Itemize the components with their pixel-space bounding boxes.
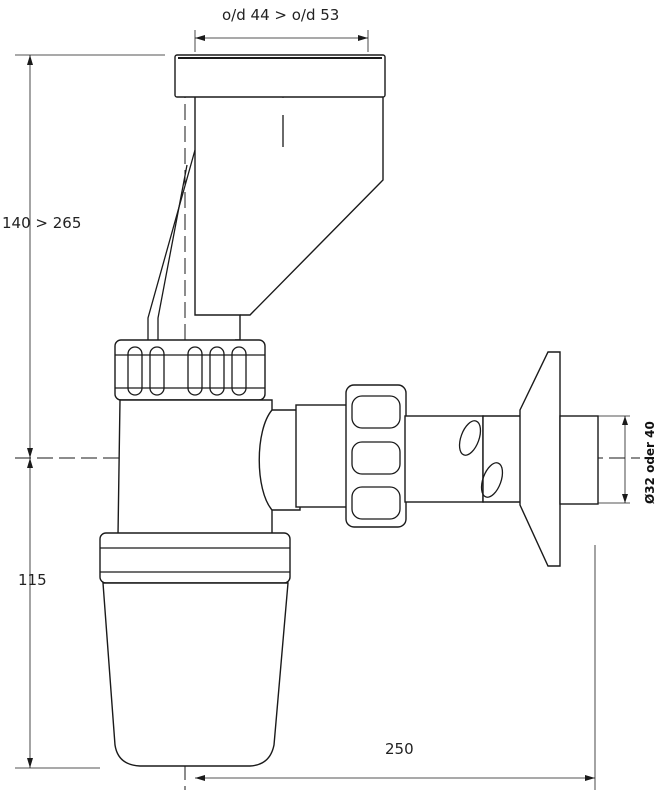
- dimension-vertical: 140 > 265 115: [2, 54, 165, 769]
- dimension-label-horizontal-length: 250: [385, 740, 414, 758]
- upper-nut: [114, 339, 266, 401]
- dimension-horizontal: 250: [195, 545, 596, 790]
- outlet-assembly: [295, 351, 599, 567]
- dimension-top-width: o/d 44 > o/d 53: [194, 6, 369, 52]
- dimension-label-top-width: o/d 44 > o/d 53: [222, 6, 339, 24]
- dimension-label-lower-height: 115: [18, 571, 47, 589]
- dimension-label-outlet-diameter: Ø32 oder 40: [643, 421, 657, 504]
- dimension-label-upper-height: 140 > 265: [2, 214, 81, 232]
- tailpiece: [147, 54, 386, 341]
- dimension-outlet-diameter: Ø32 oder 40: [598, 415, 657, 504]
- trap-body: [117, 399, 301, 536]
- bottle-cup: [99, 532, 291, 767]
